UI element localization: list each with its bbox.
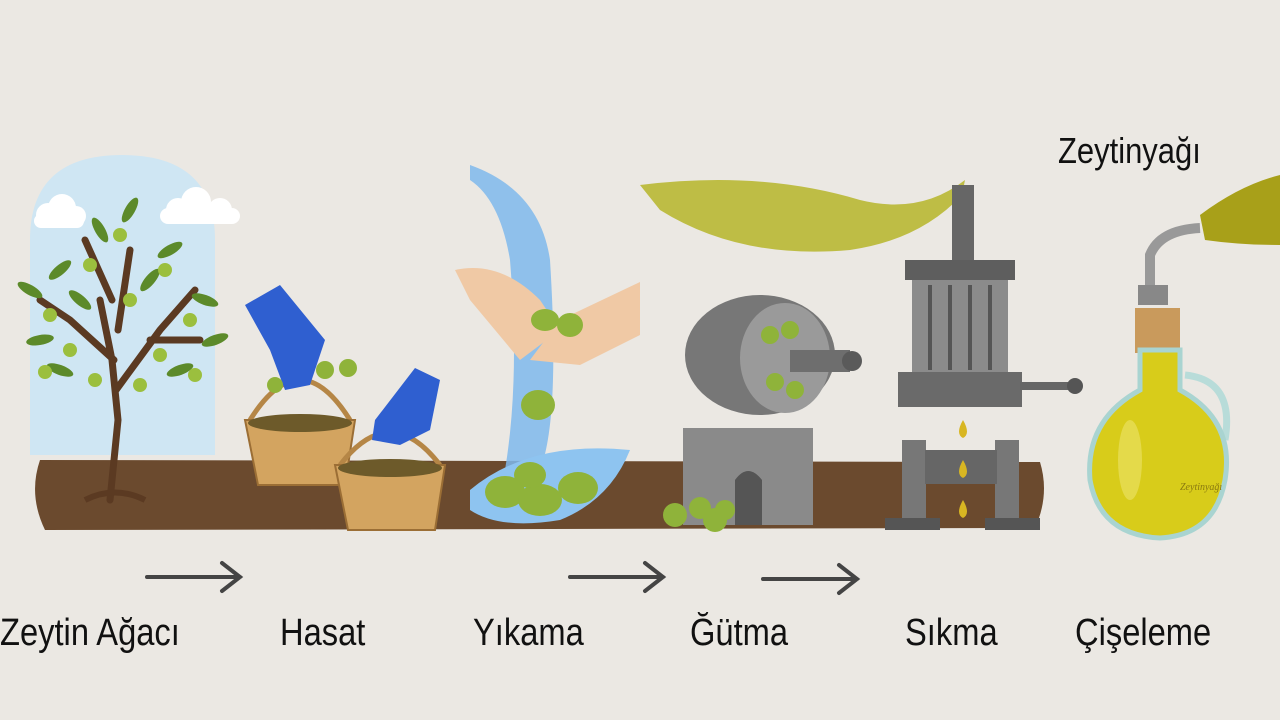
- step-label-harvest: Hasat: [280, 612, 366, 654]
- harvest-basket-icon: [243, 285, 447, 531]
- cloud-icon: [160, 187, 240, 224]
- output-title: Zeytinyağı: [1058, 130, 1201, 171]
- step-label-pressing: Sıkma: [905, 612, 998, 654]
- step-label-grinding: Ğütma: [690, 612, 789, 654]
- cloud-icon: [34, 194, 86, 228]
- press-icon: [885, 185, 1083, 530]
- arrow-icon: [761, 563, 861, 595]
- olive-tree-icon: [17, 197, 229, 504]
- arrow-icon: [145, 561, 244, 593]
- oil-bottle-icon: Zeytinyağı: [1087, 175, 1280, 541]
- arrow-icon: [568, 561, 667, 593]
- oil-stream: [640, 180, 965, 252]
- washing-water-icon: [455, 165, 640, 524]
- glove-icon: [372, 368, 440, 445]
- glove-icon: [245, 285, 325, 390]
- millstone-icon: [663, 295, 862, 532]
- bottle-etching-text: Zeytinyağı: [1180, 482, 1222, 493]
- step-label-washing: Yıkama: [473, 612, 584, 654]
- step-label-tree: Zeytin Ağacı: [0, 612, 180, 654]
- step-label-bottling: Çişeleme: [1075, 612, 1212, 654]
